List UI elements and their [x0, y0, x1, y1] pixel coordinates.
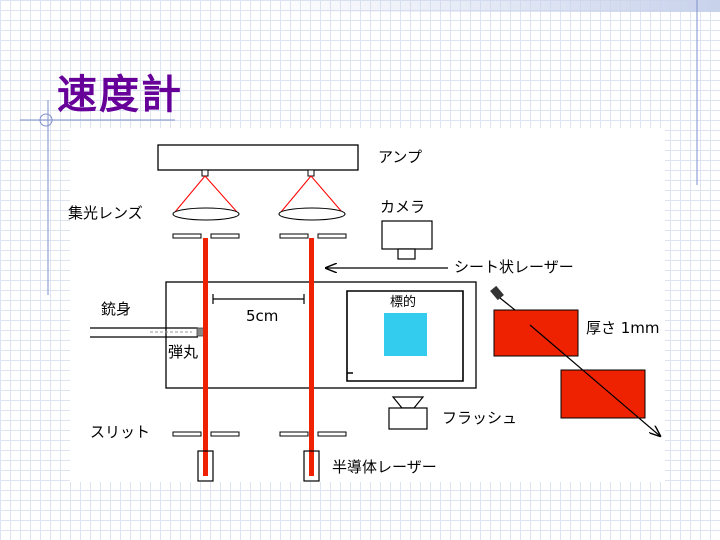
- target-label: 標的: [390, 295, 417, 310]
- sheet-laser-mount: [499, 297, 516, 311]
- target-block: [384, 313, 427, 356]
- top-decoration-band: [265, 0, 720, 12]
- upper-right-slit: [279, 233, 347, 239]
- distance-label: 5cm: [246, 307, 279, 325]
- lens-label: 集光レンズ: [68, 204, 143, 222]
- left-laser-beam: [203, 238, 208, 476]
- right-laser-beam: [309, 238, 314, 476]
- left-condenser-lens: [172, 207, 240, 221]
- amplifier-box: [157, 144, 359, 171]
- flash-unit: [388, 396, 428, 430]
- amp-label: アンプ: [378, 148, 422, 166]
- distance-dimension: [212, 294, 305, 304]
- sheet-laser-source: [490, 285, 504, 301]
- semiconductor-laser-label: 半導体レーザー: [332, 458, 437, 476]
- camera-lens: [397, 248, 416, 260]
- target-frame: [346, 290, 464, 382]
- bullet-label: 弾丸: [168, 343, 199, 361]
- gun-barrel: [90, 327, 198, 338]
- upper-left-slit: [172, 233, 240, 239]
- left-semiconductor-laser: [197, 450, 214, 482]
- flash-label: フラッシュ: [442, 409, 518, 427]
- thickness-label: 厚さ 1mm: [586, 319, 660, 337]
- camera-label: カメラ: [380, 198, 426, 216]
- slide-title: 速度計: [57, 72, 183, 118]
- left-lens-rays: [174, 175, 238, 213]
- barrel-label: 銃身: [101, 300, 132, 318]
- bullet: [196, 327, 205, 337]
- right-condenser-lens: [278, 207, 346, 221]
- laser-sheet-top: [493, 309, 579, 357]
- lower-right-slit: [279, 431, 347, 437]
- sheet-laser-direction: [529, 324, 660, 436]
- left-detector: [201, 169, 209, 177]
- camera-body: [381, 220, 433, 250]
- sheet-laser-label: シート状レーザー: [454, 258, 574, 276]
- laser-sheet-bottom: [560, 369, 646, 419]
- right-semiconductor-laser: [303, 450, 320, 482]
- right-lens-rays: [280, 175, 343, 213]
- slit-label: スリット: [90, 423, 151, 441]
- lower-left-slit: [172, 431, 240, 437]
- right-detector: [307, 169, 315, 177]
- decoration-circle: [39, 113, 53, 127]
